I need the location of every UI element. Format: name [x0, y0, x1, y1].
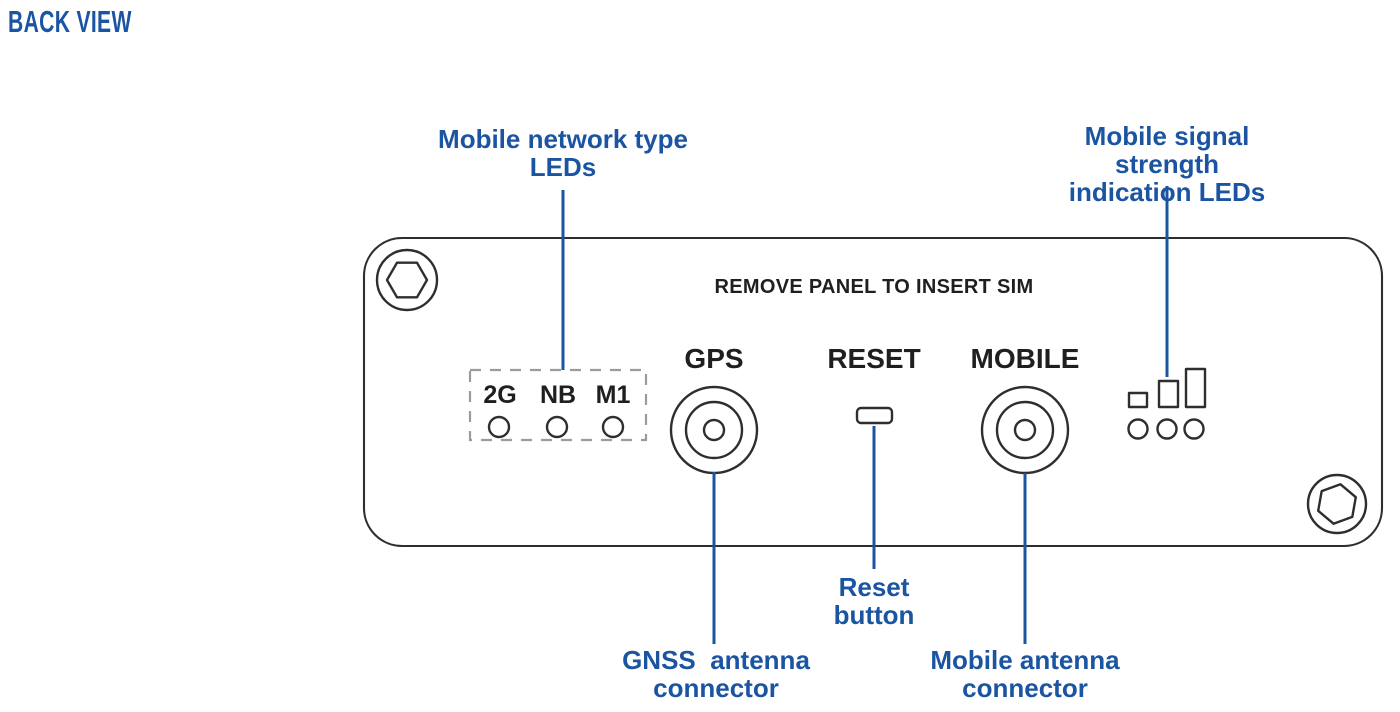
label-gnss-antenna-connector: GNSS antenna connector: [622, 645, 810, 703]
reset-button-slot: [855, 406, 894, 425]
network-led-indicators: [487, 415, 625, 439]
screw-top-left-icon: [375, 248, 439, 312]
mobile-connector-icon: [980, 385, 1070, 475]
screw-bottom-right-icon: [1306, 473, 1368, 535]
led-label-2g: 2G: [483, 381, 517, 409]
signal-strength-bars-icon: [1127, 367, 1207, 409]
reset-port-label: RESET: [827, 343, 921, 374]
led-label-m1: M1: [595, 381, 631, 409]
signal-led-indicators: [1127, 418, 1205, 440]
label-signal-strength-leds: Mobile signal strength indication LEDs: [1068, 121, 1266, 207]
sim-panel-notice: REMOVE PANEL TO INSERT SIM: [714, 276, 1034, 298]
gps-connector-icon: [669, 385, 759, 475]
label-reset-button: Reset button: [833, 572, 915, 630]
label-network-type-leds: Mobile network type LEDs: [438, 124, 688, 182]
page-title: BACK VIEW: [8, 4, 132, 39]
mobile-port-label: MOBILE: [970, 343, 1080, 374]
gps-port-label: GPS: [684, 343, 744, 374]
label-mobile-antenna-connector: Mobile antenna connector: [930, 645, 1120, 703]
led-label-nb: NB: [539, 381, 577, 409]
network-leds-dashed-box: [468, 368, 648, 442]
